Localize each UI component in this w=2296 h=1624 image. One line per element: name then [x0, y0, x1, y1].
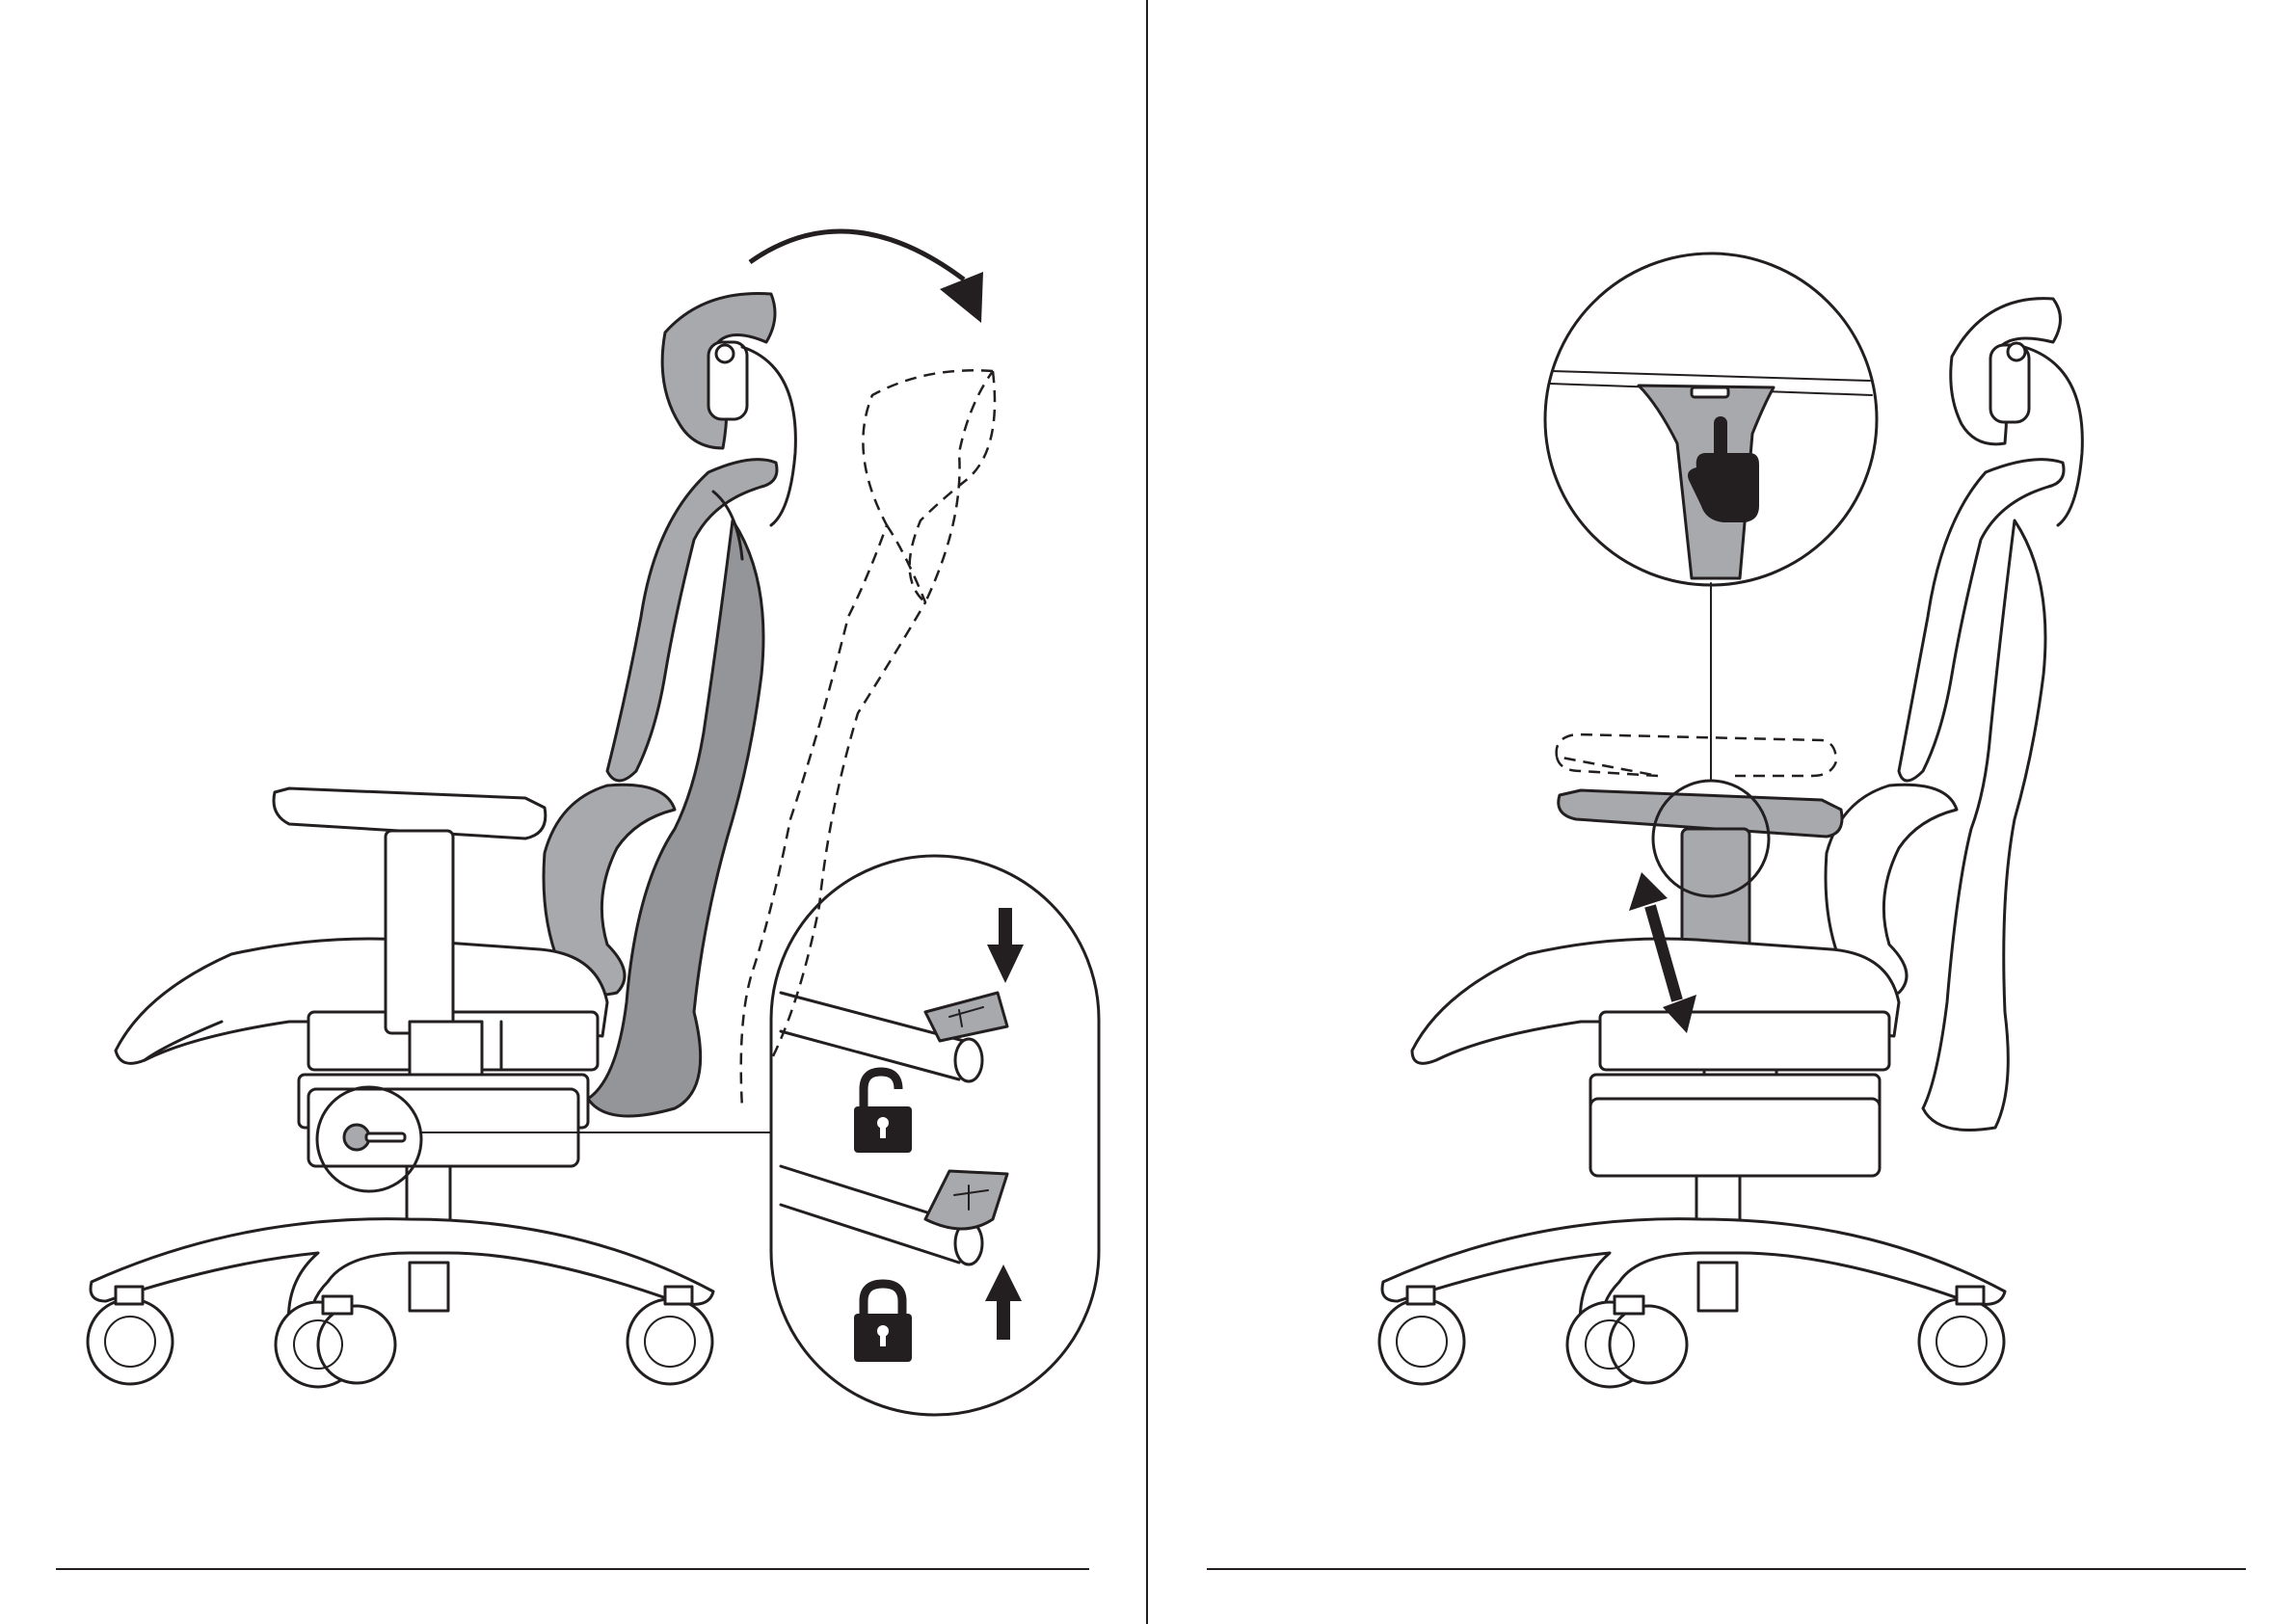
reclined-backrest-outline — [741, 370, 995, 1108]
locked-padlock-icon — [854, 1284, 912, 1362]
unlocked-padlock-icon — [854, 1072, 912, 1153]
seat-mechanism — [1590, 1099, 1880, 1176]
chair-base — [91, 1219, 713, 1330]
chair-base — [1382, 1219, 2005, 1330]
caster-wheels — [88, 1287, 712, 1387]
lever-unlocked-view — [781, 993, 1007, 1081]
caster-wheels — [1379, 1287, 2004, 1387]
arrow-up-icon — [985, 1265, 1022, 1340]
left-panel — [56, 231, 1099, 1569]
armrest-button-callout — [1545, 253, 1877, 585]
lock-detail-callout — [771, 856, 1099, 1415]
arrow-down-icon — [987, 908, 1024, 983]
right-panel — [1207, 253, 2246, 1569]
raised-armrest-outline — [1557, 734, 1836, 776]
lever-locked-view — [781, 1166, 1007, 1265]
curved-arrow-icon — [750, 231, 983, 323]
